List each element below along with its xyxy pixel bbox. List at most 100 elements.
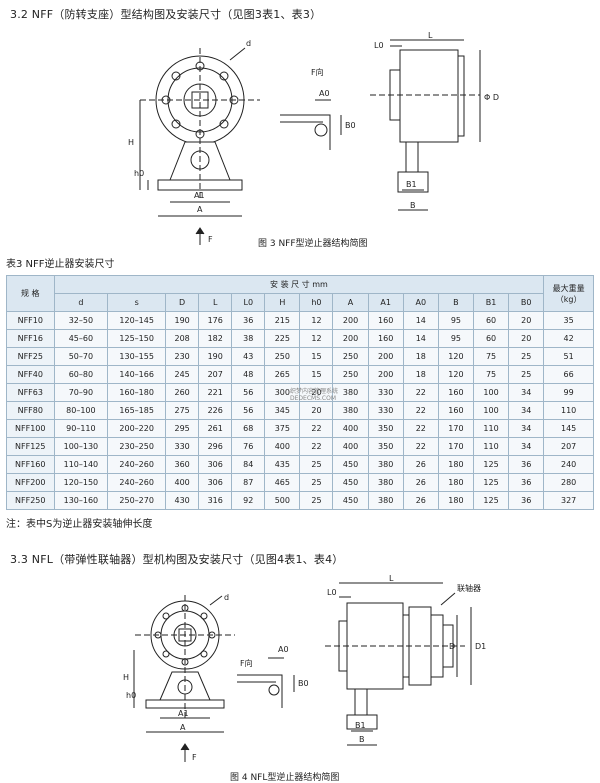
label-D1: D1	[475, 642, 486, 651]
table-cell: 32–50	[53, 311, 109, 330]
table-cell: 215	[264, 311, 301, 330]
table-cell: 345	[264, 401, 301, 420]
section-heading-nff: 3.2 NFF（防转支座）型结构图及安装尺寸（见图3表1、表3）	[10, 8, 322, 21]
table-cell: 22	[299, 419, 334, 438]
table-cell: 84	[231, 455, 266, 474]
table-cell: 26	[402, 491, 439, 510]
table-cell: 18	[402, 365, 439, 384]
table-cell: 450	[332, 455, 369, 474]
table-cell: 60	[472, 329, 510, 348]
table-cell: 306	[198, 473, 233, 492]
table-cell: 180	[437, 473, 474, 492]
table-cell: 26	[402, 473, 439, 492]
watermark-line-1: 织梦内容管理系统	[290, 388, 339, 395]
table-cell: 250	[264, 347, 301, 366]
table-cell: 87	[231, 473, 266, 492]
table-cell: 180	[437, 491, 474, 510]
table-cell: 130–160	[53, 491, 109, 510]
column-header: B1	[472, 293, 510, 312]
label-H: H	[128, 138, 134, 147]
table-cell: 125	[472, 491, 510, 510]
table-cell: 207	[543, 437, 594, 456]
column-header: A1	[367, 293, 404, 312]
table-note: 注：表中S为逆止器安装轴伸长度	[6, 519, 153, 530]
table-cell: 34	[508, 437, 545, 456]
table-cell: 200	[332, 329, 369, 348]
nfl-f-direction-view: F向 A0 B0	[237, 645, 309, 708]
table-cell: 160–180	[107, 383, 167, 402]
table-cell: 36	[508, 491, 545, 510]
table-cell: 280	[543, 473, 594, 492]
table-cell: 230–250	[107, 437, 167, 456]
label-A1: A1	[194, 191, 205, 200]
table-cell: 12	[299, 311, 334, 330]
table-cell: 100	[472, 401, 510, 420]
table-cell: 240–260	[107, 455, 167, 474]
table-cell: 221	[198, 383, 233, 402]
table-cell: 275	[165, 401, 200, 420]
table-cell: 145	[543, 419, 594, 438]
header-max-weight: 最大重量（kg）	[543, 275, 594, 312]
table-cell: 380	[332, 383, 369, 402]
label-D: D	[449, 642, 455, 651]
table-cell: 182	[198, 329, 233, 348]
table-cell: 80–100	[53, 401, 109, 420]
table-title: 表3 NFF逆止器安装尺寸	[6, 259, 115, 270]
table-cell: 60	[472, 311, 510, 330]
table-cell: 190	[165, 311, 200, 330]
table-cell: 99	[543, 383, 594, 402]
nff-f-direction-view: F向 A0 B0	[280, 67, 356, 150]
table-cell: 250	[332, 365, 369, 384]
table-cell: 120–145	[107, 311, 167, 330]
section-heading-nfl: 3.3 NFL（带弹性联轴器）型机构图及安装尺寸（见图4表1、表4）	[10, 553, 344, 566]
label-h0: h0	[134, 169, 144, 178]
watermark: 织梦内容管理系统 DEDECMS.COM	[290, 388, 338, 402]
label-F: F	[208, 235, 213, 244]
table-cell: 316	[198, 491, 233, 510]
header-spec: 规 格	[6, 275, 55, 312]
table-cell: 400	[264, 437, 301, 456]
table-cell: 200	[367, 347, 404, 366]
label-A0-2: A0	[278, 645, 289, 654]
table-cell: 36	[508, 455, 545, 474]
table-cell: 435	[264, 455, 301, 474]
label-B1-2: B1	[355, 721, 366, 730]
model-cell: NFF80	[6, 401, 55, 420]
label-L-2: L	[389, 575, 394, 583]
table-cell: 38	[231, 329, 266, 348]
table-cell: 12	[299, 329, 334, 348]
table-cell: 350	[367, 419, 404, 438]
table-cell: 180	[437, 455, 474, 474]
figure-caption-4: 图 4 NFL型逆止器结构简图	[230, 773, 340, 783]
table-cell: 14	[402, 329, 439, 348]
model-cell: NFF250	[6, 491, 55, 510]
table-cell: 76	[231, 437, 266, 456]
nff-side-view: L0 L Φ D B1 B	[370, 31, 499, 211]
table-cell: 15	[299, 347, 334, 366]
table-cell: 207	[198, 365, 233, 384]
table-cell: 306	[198, 455, 233, 474]
table-cell: 160	[367, 329, 404, 348]
table-cell: 95	[437, 311, 474, 330]
table-cell: 261	[198, 419, 233, 438]
label-B-2: B	[359, 735, 365, 744]
label-F-dir-2: F向	[240, 658, 253, 668]
column-header: A	[332, 293, 369, 312]
table-cell: 130–155	[107, 347, 167, 366]
column-header: B0	[508, 293, 545, 312]
label-H-2: H	[123, 673, 129, 682]
table-cell: 160	[437, 383, 474, 402]
table-cell: 60–80	[53, 365, 109, 384]
table-cell: 265	[264, 365, 301, 384]
table-cell: 70–90	[53, 383, 109, 402]
table-cell: 34	[508, 383, 545, 402]
table-cell: 25	[299, 491, 334, 510]
table-cell: 20	[508, 329, 545, 348]
table-cell: 176	[198, 311, 233, 330]
table-cell: 240–260	[107, 473, 167, 492]
model-cell: NFF100	[6, 419, 55, 438]
watermark-line-2: DEDECMS.COM	[290, 395, 336, 402]
table-cell: 165–185	[107, 401, 167, 420]
